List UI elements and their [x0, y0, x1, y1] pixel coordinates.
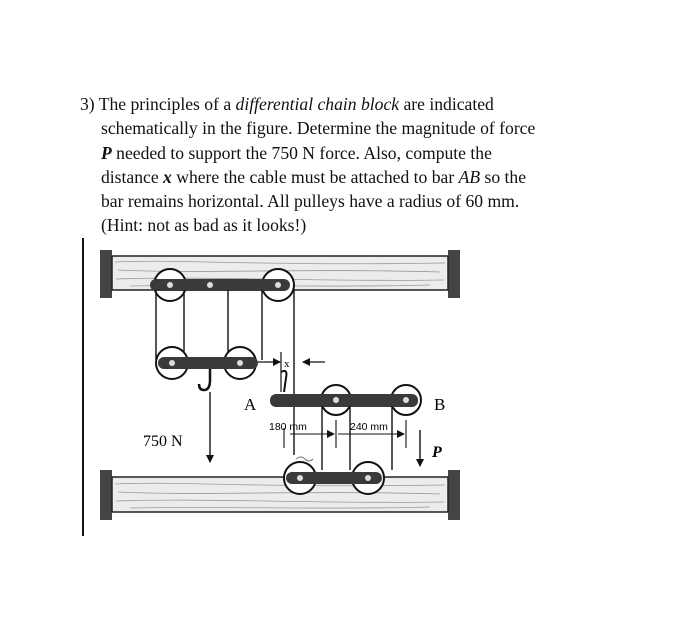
symbol-AB: AB [458, 166, 481, 187]
problem-text: distance [101, 166, 164, 187]
symbol-x: x [163, 166, 172, 187]
label-x: x [284, 358, 290, 370]
problem-text: are indicated [399, 94, 494, 114]
problem-text: where the cable must be attached to bar [171, 166, 459, 187]
bottom-floor-beam [100, 470, 460, 520]
problem-text: needed to support the 750 N force. Also,… [111, 142, 492, 163]
label-180mm: 180 mm [269, 421, 307, 433]
dimension-lines [283, 420, 407, 448]
label-B: B [434, 395, 445, 414]
lower-left-pulley-block [155, 346, 258, 392]
upper-fixed-pulley-block [150, 268, 295, 302]
chain-strands-left [155, 290, 295, 455]
problem-line-1: 3) The principles of a differential chai… [80, 92, 640, 116]
problem-text: so the [480, 166, 527, 187]
problem-line-6: (Hint: not as bad as it looks!) [101, 215, 307, 236]
bar-hook [280, 369, 288, 393]
x-dimension [258, 352, 325, 392]
problem-line-4: distance x where the cable must be attac… [80, 165, 640, 189]
term-differential-chain-block: differential chain block [235, 94, 400, 114]
label-P: P [431, 444, 442, 461]
problem-line-5: bar remains horizontal. All pulleys have… [101, 191, 520, 212]
bar-AB [270, 384, 422, 416]
problem-number: 3) [80, 94, 95, 114]
scribble-mark [295, 456, 314, 462]
lower-floor-pulley-block [283, 461, 385, 495]
label-240mm: 240 mm [350, 421, 388, 433]
label-A: A [244, 395, 257, 414]
problem-line-2: schematically in the figure. Determine t… [101, 118, 536, 139]
label-750N: 750 N [143, 433, 183, 450]
problem-line-3: P needed to support the 750 N force. Als… [80, 141, 640, 165]
chain-strands-right [321, 406, 393, 470]
symbol-P: P [101, 142, 112, 163]
problem-statement: 3) The principles of a differential chai… [80, 92, 640, 238]
problem-text: The principles of a [98, 94, 236, 114]
